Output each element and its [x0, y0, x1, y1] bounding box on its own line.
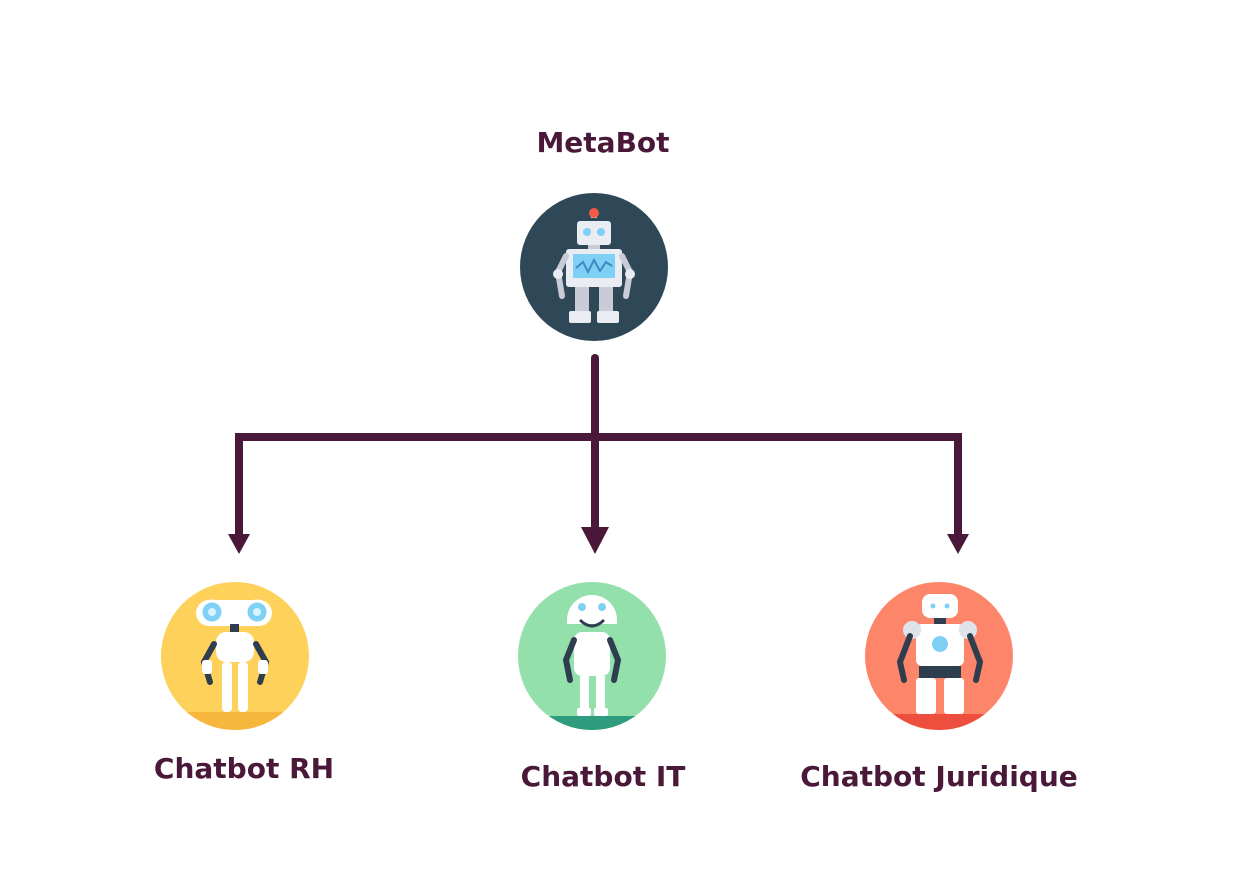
chatbot-it-label: Chatbot IT	[520, 760, 686, 793]
metabot-robot-icon	[553, 208, 635, 323]
chatbot-rh-node	[161, 582, 309, 730]
chatbot-rh-label: Chatbot RH	[153, 752, 335, 785]
chatbot-juridique-robot-icon	[896, 594, 984, 714]
chatbot-it-node	[518, 582, 666, 730]
chatbot-it-robot-icon	[562, 595, 622, 716]
chatbot-juridique-label: Chatbot Juridique	[800, 760, 1078, 793]
chatbot-juridique-node	[865, 582, 1013, 730]
arrow-head-juridique	[947, 534, 969, 554]
metabot-node	[520, 193, 668, 341]
arrow-head-it	[581, 527, 609, 554]
connector-lines	[235, 354, 962, 535]
arrow-head-rh	[228, 534, 250, 554]
chatbot-rh-robot-icon	[196, 599, 272, 712]
metabot-label: MetaBot	[536, 126, 670, 159]
